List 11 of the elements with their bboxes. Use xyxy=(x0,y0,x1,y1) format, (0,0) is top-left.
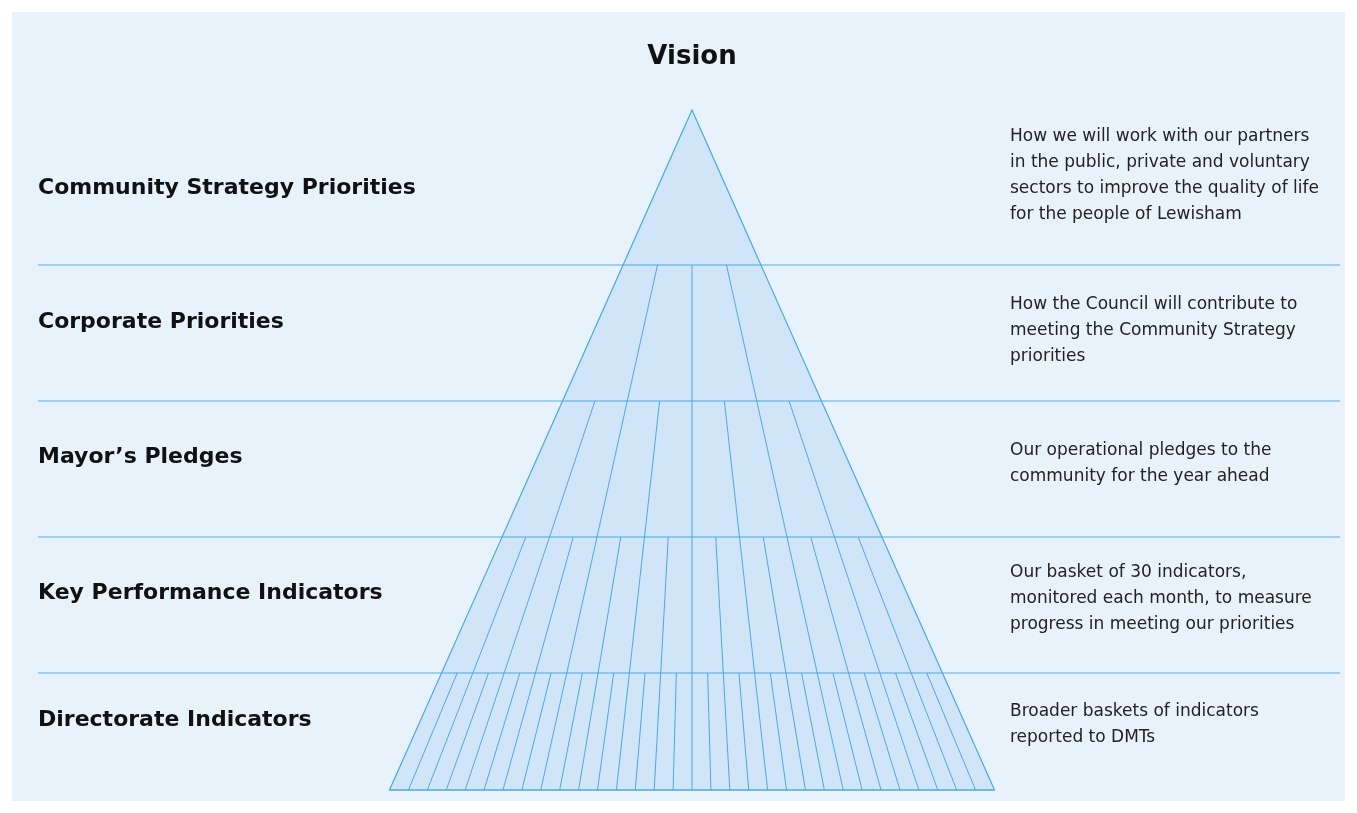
tier-heading: Corporate Priorities xyxy=(38,308,284,333)
tier-description: Broader baskets of indicators reported to DMTs xyxy=(1010,699,1260,748)
tier-description: Our basket of 30 indicators, monitored each month, to measure progress in meeting our priorities xyxy=(1010,560,1313,635)
tier-heading: Community Strategy Priorities xyxy=(38,174,416,199)
tier-description: How the Council will contribute to meeting the Community Strategy priorities xyxy=(1010,292,1299,367)
tier-description: Our operational pledges to the community for the year ahead xyxy=(1010,438,1273,487)
tier-heading: Directorate Indicators xyxy=(38,706,312,731)
tier-heading: Mayor’s Pledges xyxy=(38,443,243,468)
title: Vision xyxy=(646,40,738,70)
tier-heading: Key Performance Indicators xyxy=(38,579,383,604)
tier-description: How we will work with our partners in the public, private and voluntary sectors to improve the quality of life for the people of Lewisham xyxy=(1010,124,1320,225)
